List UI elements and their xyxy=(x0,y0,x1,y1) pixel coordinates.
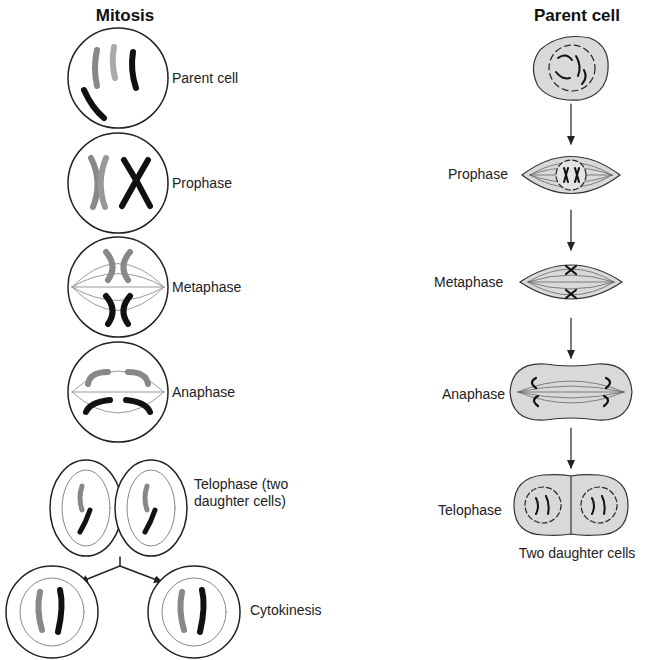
column-heading: Parent cell xyxy=(534,6,620,26)
stage-label: Anaphase xyxy=(442,386,505,403)
stage-label: Prophase xyxy=(448,166,508,183)
column-heading: Mitosis xyxy=(96,6,155,26)
stage-label: Telophase (two daughter cells) xyxy=(194,476,334,510)
stage-label: Metaphase xyxy=(434,274,503,291)
stage-label: Telophase xyxy=(438,502,502,519)
stage-label: Prophase xyxy=(172,175,232,192)
stage-label: Two daughter cells xyxy=(519,545,636,562)
stage-label: Cytokinesis xyxy=(250,602,322,619)
stage-label: Parent cell xyxy=(172,70,238,87)
stage-label: Metaphase xyxy=(172,279,241,296)
stage-label: Anaphase xyxy=(172,384,235,401)
